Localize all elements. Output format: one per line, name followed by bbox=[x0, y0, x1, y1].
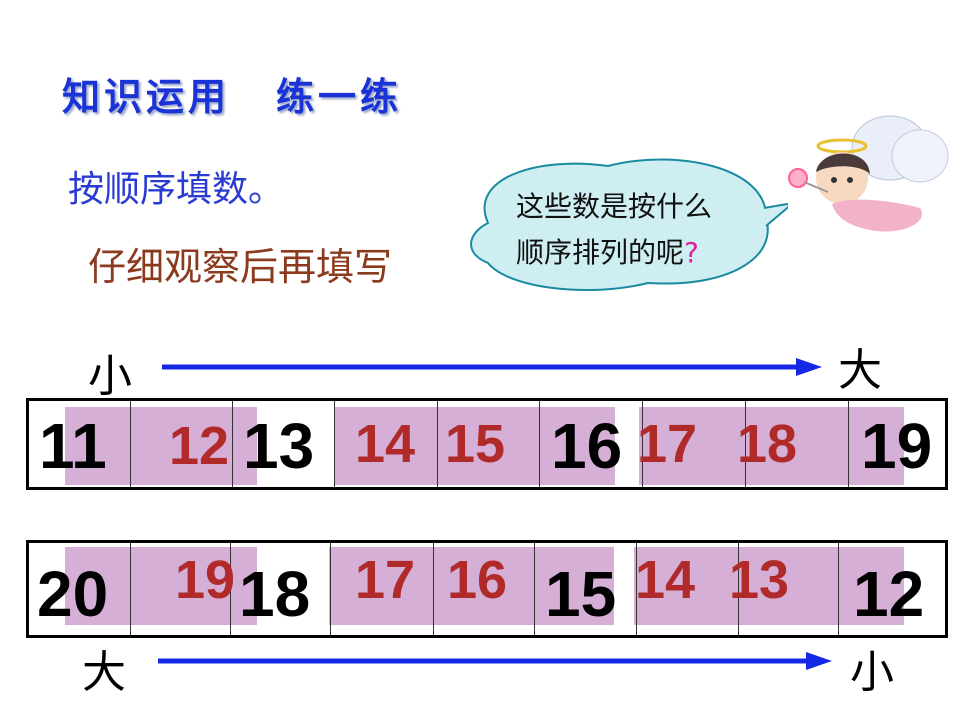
row2-arrow-icon bbox=[158, 652, 832, 670]
filled-number: 17 bbox=[355, 550, 416, 610]
given-number: 19 bbox=[861, 410, 933, 482]
highlight-bar bbox=[65, 547, 257, 625]
given-number: 16 bbox=[551, 410, 623, 482]
highlight-bar bbox=[329, 547, 614, 625]
filled-number: 14 bbox=[635, 550, 696, 610]
title-part-1: 知识运用 bbox=[62, 74, 231, 119]
filled-number: 15 bbox=[445, 414, 506, 474]
row1-start-label: 小 bbox=[88, 351, 132, 402]
highlight-bar bbox=[65, 407, 257, 485]
row2-start-label: 大 bbox=[82, 647, 126, 698]
angel-icon bbox=[788, 115, 949, 232]
question-mark: ? bbox=[684, 236, 699, 269]
given-number: 15 bbox=[545, 558, 617, 630]
highlight-bar bbox=[634, 547, 904, 625]
row1-end-label: 大 bbox=[838, 345, 882, 396]
bubble-text: 这些数是按什么 顺序排列的呢? bbox=[516, 184, 712, 276]
filled-number: 13 bbox=[729, 550, 790, 610]
highlight-bar bbox=[639, 407, 904, 485]
cell bbox=[745, 401, 849, 487]
cell bbox=[539, 401, 643, 487]
cell bbox=[642, 401, 746, 487]
cell bbox=[330, 543, 434, 635]
speech-bubble bbox=[470, 158, 788, 291]
cell bbox=[437, 401, 540, 487]
given-number: 20 bbox=[37, 558, 109, 630]
cell bbox=[636, 543, 739, 635]
bubble-line-2: 顺序排列的呢 bbox=[516, 236, 685, 269]
filled-number: 14 bbox=[355, 414, 416, 474]
filled-number: 19 bbox=[175, 550, 236, 610]
filled-number: 18 bbox=[737, 414, 798, 474]
cell bbox=[230, 543, 331, 635]
cell bbox=[130, 543, 231, 635]
number-row-2: 20 19 18 17 16 15 14 13 12 bbox=[26, 540, 948, 638]
row1-arrow-icon bbox=[162, 358, 822, 376]
bubble-line-1: 这些数是按什么 bbox=[516, 190, 713, 223]
cell bbox=[130, 401, 233, 487]
page-title: 知识运用练一练 bbox=[62, 66, 402, 121]
highlight-bar bbox=[335, 407, 615, 485]
filled-number: 12 bbox=[169, 416, 230, 476]
given-number: 18 bbox=[239, 558, 311, 630]
row2-end-label: 小 bbox=[850, 647, 894, 698]
cell bbox=[232, 401, 335, 487]
cell bbox=[334, 401, 438, 487]
cell bbox=[29, 543, 131, 635]
cell bbox=[738, 543, 839, 635]
cell bbox=[534, 543, 637, 635]
cell bbox=[29, 401, 131, 487]
given-number: 13 bbox=[243, 410, 315, 482]
given-number: 12 bbox=[853, 558, 925, 630]
filled-number: 16 bbox=[447, 550, 508, 610]
filled-number: 17 bbox=[637, 414, 698, 474]
title-part-2: 练一练 bbox=[276, 74, 403, 119]
hint-text: 仔细观察后再填写 bbox=[88, 245, 393, 289]
number-row-1: 11 12 13 14 15 16 17 18 19 bbox=[26, 398, 948, 490]
cell bbox=[433, 543, 535, 635]
instruction-text: 按顺序填数。 bbox=[68, 169, 285, 210]
given-number: 11 bbox=[39, 410, 107, 482]
